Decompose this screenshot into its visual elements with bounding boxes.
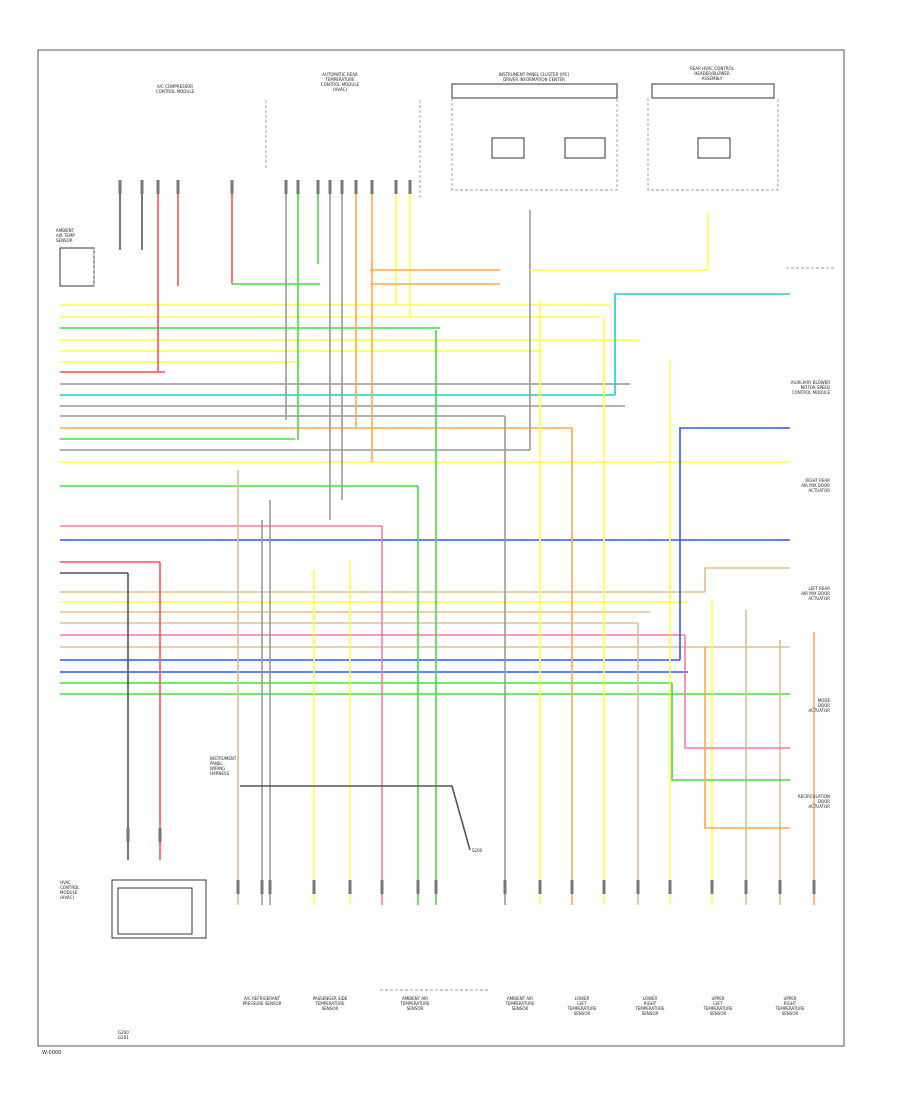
rear-hvac-dashed-box xyxy=(647,98,779,191)
bottom-connector-8 xyxy=(434,880,438,894)
ip-inner-box-left xyxy=(491,137,525,159)
route-wire-5 xyxy=(679,427,790,660)
top-connector-10 xyxy=(340,180,344,194)
top-connector-13 xyxy=(394,180,398,194)
bottom-connector-12 xyxy=(602,880,606,894)
rear-hvac-header-box xyxy=(651,83,775,99)
bottom-connector-2 xyxy=(260,880,264,894)
bottom-connector-13 xyxy=(636,880,640,894)
top-connector-3 xyxy=(156,180,160,194)
ip-inner-box-right xyxy=(564,137,606,159)
label-ip-cluster: INSTRUMENT PANEL CLUSTER (IPC)DRIVER INF… xyxy=(499,72,570,82)
ip-cluster-dashed-box xyxy=(451,98,618,191)
diagram-frame xyxy=(37,49,845,1047)
top-connector-6 xyxy=(284,180,288,194)
bottom-connector-3 xyxy=(268,880,272,894)
top-connector-8 xyxy=(316,180,320,194)
top-connector-9 xyxy=(328,180,332,194)
route-wire-4 xyxy=(614,293,790,395)
bottom-connector-4 xyxy=(312,880,316,894)
bottom-connector-5 xyxy=(348,880,352,894)
hvac-module-inner xyxy=(117,887,193,935)
bottom-connector-17 xyxy=(778,880,782,894)
top-connector-1 xyxy=(118,180,122,194)
top-connector-5 xyxy=(230,180,234,194)
ambient-sensor-box xyxy=(59,247,95,287)
bottom-connector-16 xyxy=(744,880,748,894)
connector-group xyxy=(118,180,816,894)
rear-inner-box xyxy=(697,137,731,159)
route-wire-2 xyxy=(370,269,500,285)
bottom-connector-11 xyxy=(570,880,574,894)
top-connector-7 xyxy=(296,180,300,194)
bottom-connector-1 xyxy=(236,880,240,894)
top-connector-2 xyxy=(140,180,144,194)
top-connector-14 xyxy=(408,180,412,194)
bottom-connector-7 xyxy=(416,880,420,894)
route-wire-8 xyxy=(671,683,790,781)
route-wire-7 xyxy=(684,635,790,749)
bottom-connector-10 xyxy=(538,880,542,894)
bottom-connector-6 xyxy=(380,880,384,894)
module-connector-2 xyxy=(158,828,162,842)
route-wire-12 xyxy=(240,785,471,851)
top-connector-11 xyxy=(354,180,358,194)
top-connector-4 xyxy=(176,180,180,194)
bottom-connector-14 xyxy=(668,880,672,894)
module-connector-1 xyxy=(126,828,130,842)
top-connector-12 xyxy=(370,180,374,194)
bottom-connector-18 xyxy=(812,880,816,894)
footer-code: W-0000 xyxy=(42,1050,61,1056)
ip-cluster-header-box xyxy=(451,83,618,99)
route-wire-9 xyxy=(704,647,790,829)
route-wire-6 xyxy=(704,567,790,592)
bottom-connector-9 xyxy=(503,880,507,894)
label-splice-id: S200 xyxy=(472,848,483,853)
bottom-connector-15 xyxy=(710,880,714,894)
wire-group xyxy=(60,180,815,905)
hvac-module-box xyxy=(111,879,207,939)
